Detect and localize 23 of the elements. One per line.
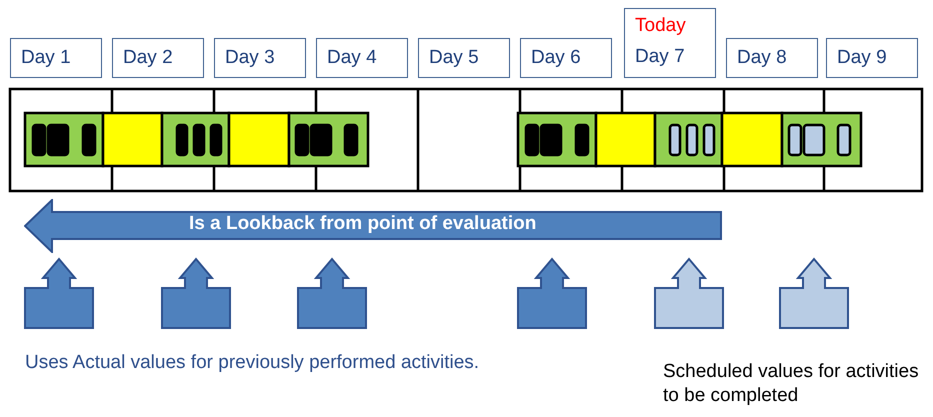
day-box (214, 38, 306, 78)
day-box (826, 38, 918, 78)
day-box (10, 38, 102, 78)
day-label: Day 6 (531, 47, 581, 69)
day-label: Day 1 (21, 47, 71, 69)
note-text: Scheduled values for activities to be completed (663, 360, 920, 408)
day-box (112, 38, 204, 78)
left-arrow-shape (24, 199, 724, 253)
day-label: Day 2 (123, 47, 173, 69)
day-box (624, 8, 716, 78)
day-label: Day 9 (837, 47, 887, 69)
arrow-label: Is a Lookback from point of evaluation (189, 213, 536, 235)
day-box (520, 38, 612, 78)
day-box (418, 38, 510, 78)
day-box (316, 38, 408, 78)
day-label: Day 4 (327, 47, 377, 69)
note-text: Uses Actual values for previously performed activities. (25, 352, 480, 374)
today-label: Today (635, 15, 686, 37)
day-label: Day 5 (429, 47, 479, 69)
day-label: Day 7 (635, 46, 685, 68)
day-label: Day 3 (225, 47, 275, 69)
day-box (726, 38, 818, 78)
day-label: Day 8 (737, 47, 787, 69)
